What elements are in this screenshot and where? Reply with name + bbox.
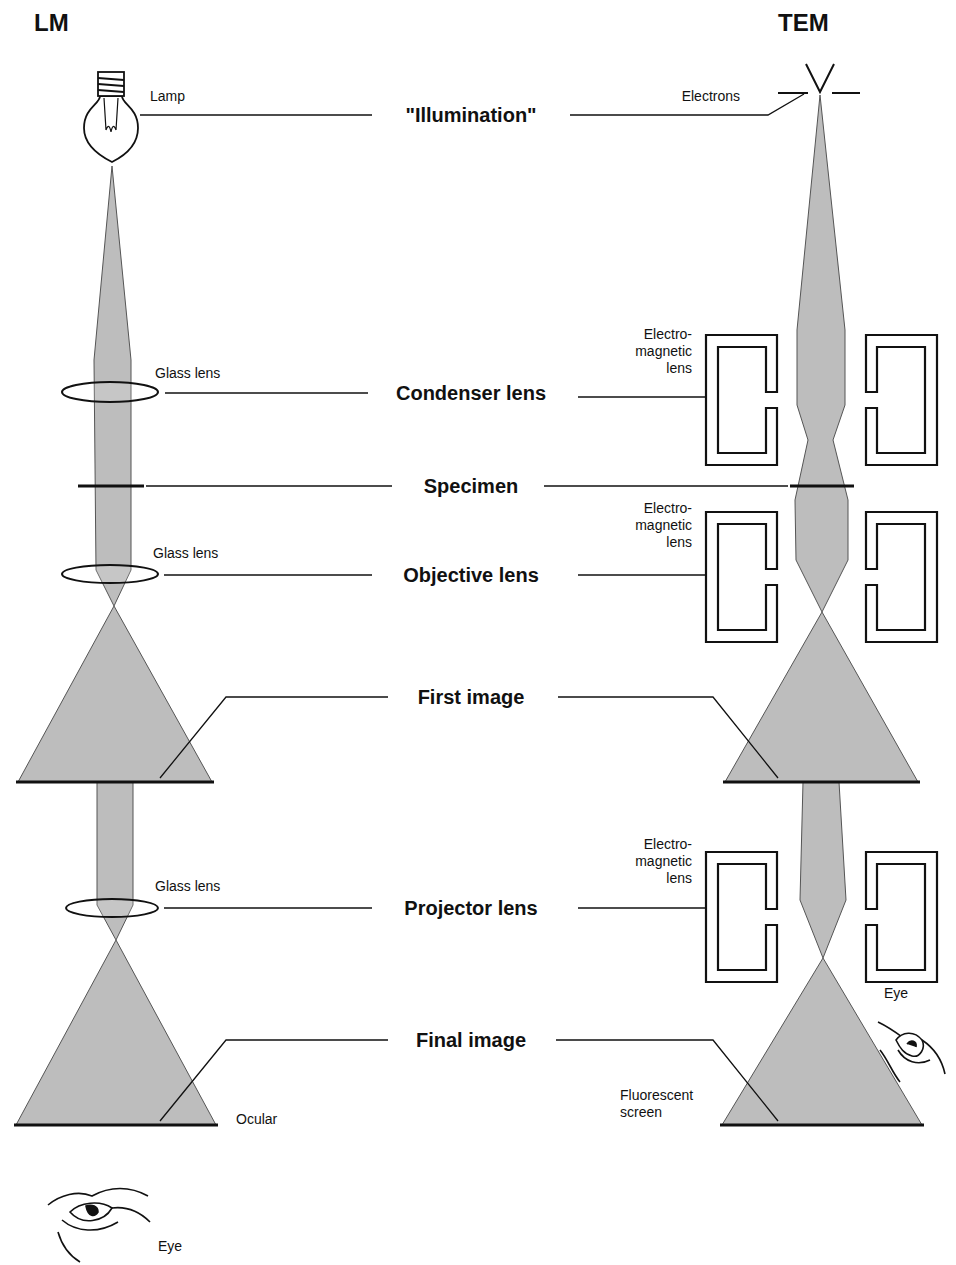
column-heading: LM [34,8,104,37]
lamp-bulb [84,72,138,162]
row-label: Specimen [371,474,571,498]
eye-sketch [48,1189,150,1263]
leader-line [140,94,804,1121]
glass-lens [62,382,158,917]
part-label: Glass lens [155,878,265,895]
specimen-line [790,485,854,488]
electromagnetic-lens [706,335,937,465]
specimen-line [78,485,144,488]
row-label: Final image [371,1028,571,1052]
row-label: Objective lens [371,563,571,587]
electromagnetic-lens [706,512,937,642]
electron-gun [778,64,860,93]
light-beam [16,166,216,1125]
part-label: Electrons [640,88,740,105]
part-label: Electro- magnetic lens [612,836,692,887]
part-label: Glass lens [153,545,263,562]
part-label: Glass lens [155,365,265,382]
row-label: "Illumination" [371,103,571,127]
part-label: Electro- magnetic lens [612,326,692,377]
row-label: Condenser lens [371,381,571,405]
eye-sketch [878,1022,945,1082]
part-label: Electro- magnetic lens [612,500,692,551]
column-heading: TEM [778,8,868,37]
row-label: Projector lens [371,896,571,920]
row-label: First image [371,685,571,709]
electromagnetic-lens [706,852,937,982]
image-plane [14,782,218,1125]
part-label: Ocular [236,1111,316,1128]
part-label: Lamp [150,88,230,105]
part-label: Eye [884,985,934,1002]
part-label: Fluorescent screen [620,1087,720,1121]
image-plane [720,782,924,1125]
part-label: Eye [158,1238,218,1255]
